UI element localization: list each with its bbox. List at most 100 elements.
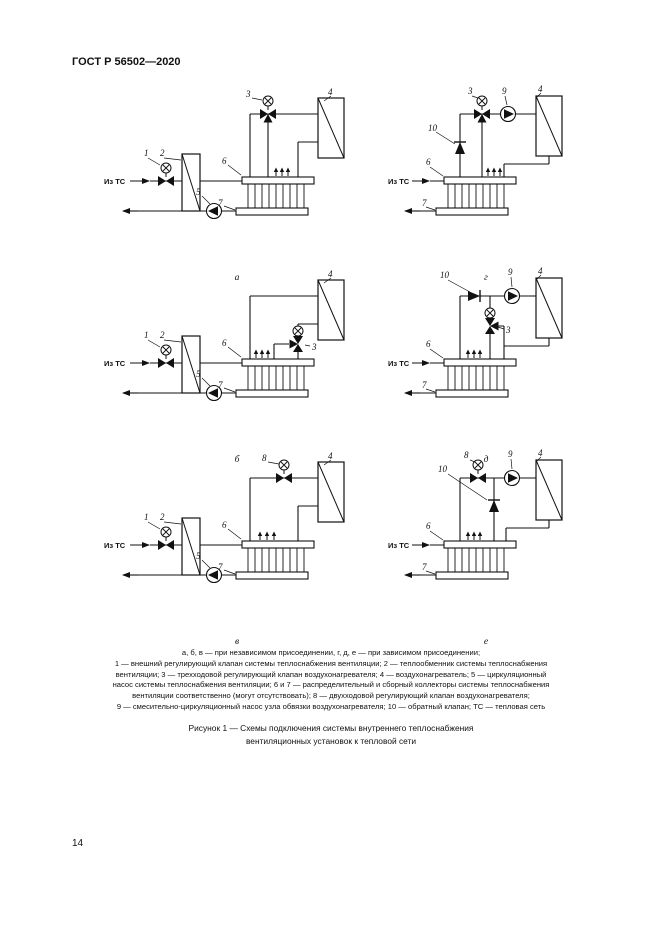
figure-legend: а, б, в — при независимом присоединении,…	[74, 648, 588, 713]
callout-7: 7	[218, 562, 223, 572]
diagram-letter: е	[484, 637, 488, 647]
callout-3: 3	[467, 86, 473, 96]
pipes	[420, 295, 550, 394]
three-way-valve-icon	[474, 109, 490, 123]
diagram-d: 10 9 4 3 6 7 Из ТС д	[388, 266, 563, 465]
air-vent-icon	[257, 531, 263, 541]
pump-icon	[503, 469, 521, 487]
heat-exchanger	[181, 153, 201, 212]
air-vent-icon	[285, 167, 291, 177]
callout-7: 7	[218, 380, 223, 390]
actuator-icon	[160, 526, 172, 542]
pump-icon	[503, 287, 521, 305]
callout-5: 5	[196, 369, 201, 379]
pipes	[420, 113, 550, 212]
legend-line: вентиляции соответственно (могут отсутст…	[132, 691, 530, 701]
supply-collector	[443, 176, 517, 185]
figure-caption: Рисунок 1 — Схемы подключения системы вн…	[74, 722, 588, 747]
callout-4: 4	[538, 266, 543, 276]
diagram-a: 1 2 3 4 5 6 7 Из ТС а	[104, 87, 345, 283]
callout-6: 6	[222, 156, 227, 166]
pipes	[138, 477, 318, 576]
callout-2: 2	[160, 148, 165, 158]
air-heater	[535, 277, 563, 339]
diagram-letter: д	[484, 454, 489, 465]
return-collector	[435, 389, 509, 398]
caption-line: вентиляционных установок к тепловой сети	[245, 735, 417, 746]
control-valve-icon	[158, 176, 174, 186]
callout-6: 6	[426, 157, 431, 167]
callout-1: 1	[144, 330, 149, 340]
diagram-v: 1 2 8 4 5 6 7 Из ТС в	[104, 451, 345, 647]
air-vent-icon	[271, 531, 277, 541]
air-heater	[535, 459, 563, 521]
legend-line: 1 — внешний регулирующий клапан системы …	[114, 658, 548, 668]
callout-1: 1	[144, 148, 149, 158]
callout-9: 9	[508, 449, 513, 459]
return-collector	[435, 207, 509, 216]
callout-10: 10	[438, 464, 448, 474]
return-collector	[435, 571, 509, 580]
callout-5: 5	[196, 187, 201, 197]
callout-2: 2	[160, 512, 165, 522]
air-vent-icon	[491, 167, 497, 177]
air-vent-icon	[497, 167, 503, 177]
air-vent-icon	[264, 531, 270, 541]
return-collector	[235, 389, 309, 398]
control-valve-icon	[158, 540, 174, 550]
two-way-valve-icon	[470, 473, 486, 483]
legend-line: насос системы теплоснабжения вентиляции;…	[112, 680, 550, 690]
air-vent-icon	[273, 167, 279, 177]
callout-7: 7	[422, 380, 427, 390]
check-valve-icon	[453, 141, 467, 155]
leader-lines	[147, 459, 332, 575]
three-way-valve-icon	[485, 318, 499, 334]
three-way-valve-icon	[289, 336, 303, 352]
source-label: Из ТС	[104, 177, 126, 186]
return-collector	[235, 207, 309, 216]
callout-3: 3	[505, 325, 511, 335]
source-label: Из ТС	[388, 541, 410, 550]
callout-9: 9	[508, 267, 513, 277]
leader-lines	[147, 277, 332, 393]
air-heater	[317, 279, 345, 341]
supply-collector	[443, 358, 517, 367]
diagram-b: 1 2 3 4 5 6 7 Из ТС б	[104, 269, 345, 465]
supply-collector	[443, 540, 517, 549]
air-vent-icon	[465, 531, 471, 541]
air-vent-icon	[471, 531, 477, 541]
source-label: Из ТС	[388, 359, 410, 368]
radiator-hatch	[447, 184, 505, 208]
callout-8: 8	[464, 450, 469, 460]
radiator-hatch	[247, 184, 305, 208]
callout-3: 3	[245, 89, 251, 99]
actuator-icon	[160, 344, 172, 360]
legend-line: а, б, в — при независимом присоединении,…	[181, 648, 481, 657]
pump-icon	[499, 105, 517, 123]
air-vent-icon	[485, 167, 491, 177]
heat-exchanger	[181, 335, 201, 394]
callout-4: 4	[538, 448, 543, 458]
leader-lines	[425, 456, 542, 575]
callout-6: 6	[426, 339, 431, 349]
pipes	[138, 113, 318, 212]
callout-10: 10	[440, 270, 450, 280]
air-heater	[317, 97, 345, 159]
two-way-valve-icon	[276, 473, 292, 483]
return-collector	[235, 571, 309, 580]
callout-7: 7	[422, 198, 427, 208]
diagram-letter: в	[235, 637, 239, 647]
diagram-e: 8 9 4 10 6 7 Из ТС е	[388, 448, 563, 647]
air-vent-icon	[471, 349, 477, 359]
heat-exchanger	[181, 517, 201, 576]
air-vent-icon	[259, 349, 265, 359]
check-valve-icon	[487, 499, 501, 513]
radiator-hatch	[447, 548, 505, 572]
legend-line: вентиляции; 3 — трехходовой регулирующий…	[115, 669, 547, 679]
leader-lines	[147, 95, 332, 211]
air-heater	[317, 461, 345, 523]
callout-10: 10	[428, 123, 438, 133]
callout-9: 9	[502, 86, 507, 96]
source-label: Из ТС	[104, 541, 126, 550]
